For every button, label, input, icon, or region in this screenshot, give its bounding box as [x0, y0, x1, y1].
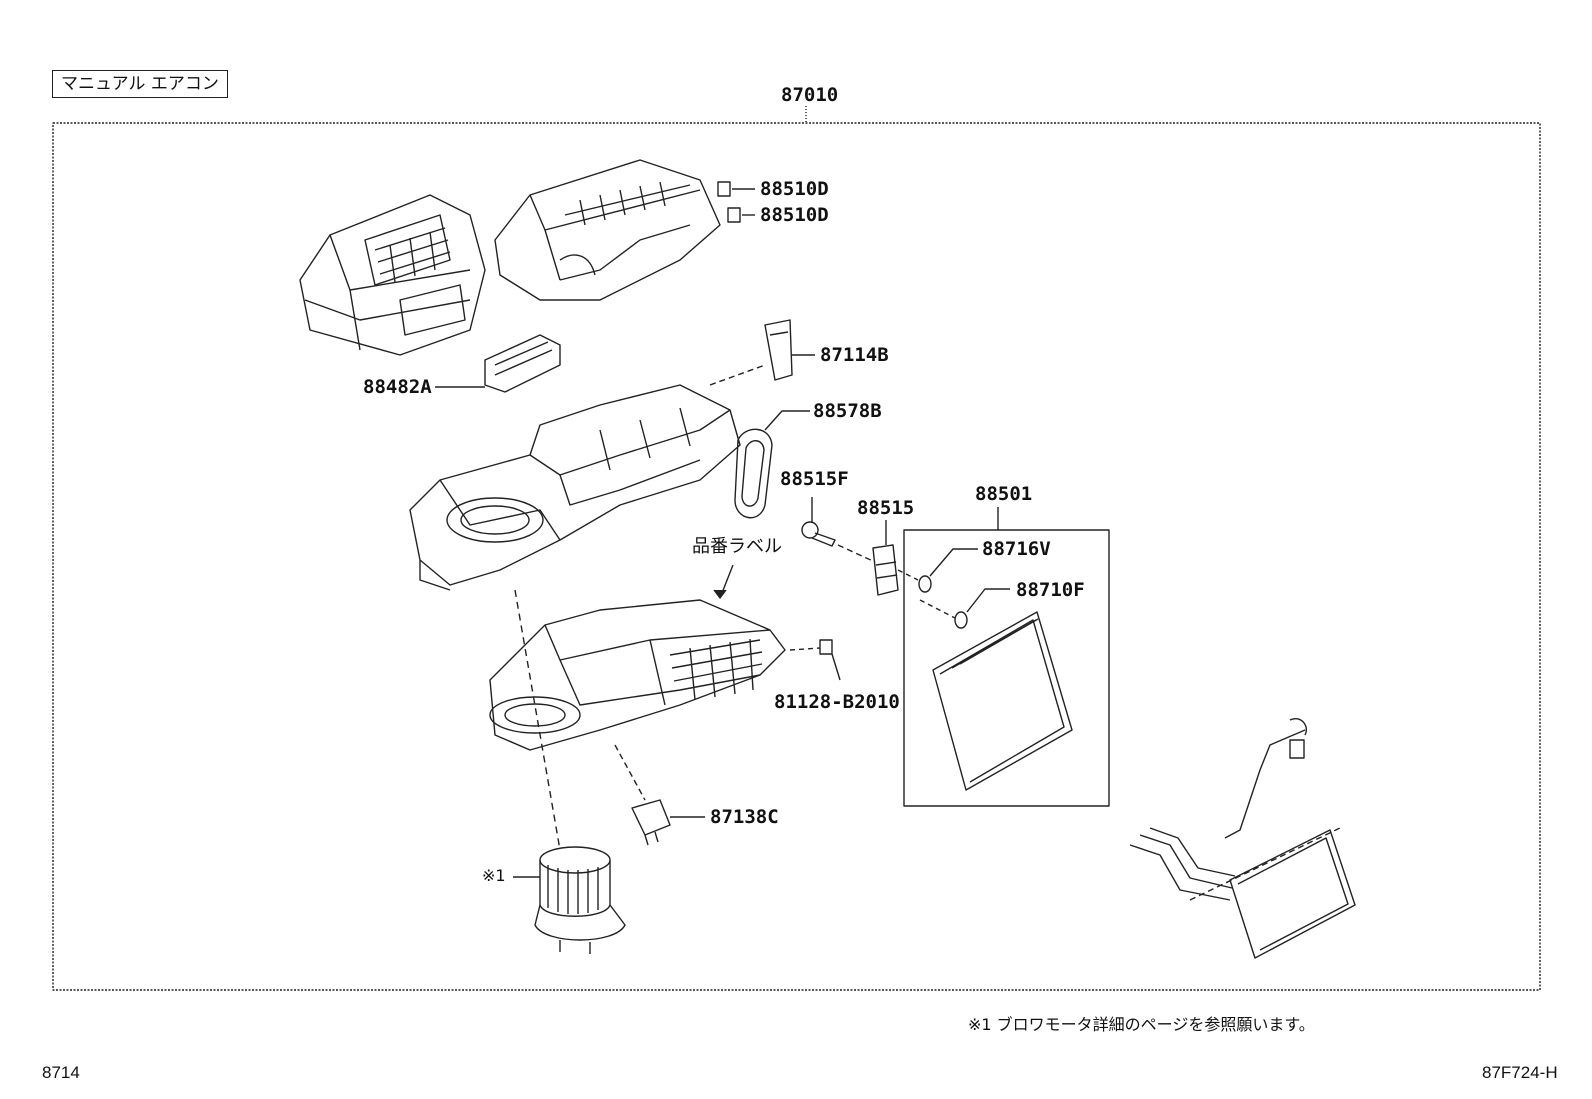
- expansion-valve-88515: [872, 544, 899, 596]
- callout-88482A[interactable]: 88482A: [363, 376, 432, 398]
- blower-motor: [534, 846, 626, 954]
- callout-88578B[interactable]: 88578B: [813, 400, 882, 422]
- o-ring-88710F: [954, 611, 968, 629]
- callout-88510D-b[interactable]: 88510D: [760, 204, 829, 226]
- footer-note: ※1 ブロワモータ詳細のページを参照願います。: [968, 1015, 1315, 1034]
- callout-87138C[interactable]: 87138C: [710, 806, 779, 828]
- callout-87114B[interactable]: 87114B: [820, 344, 889, 366]
- o-ring-88716V: [918, 575, 932, 593]
- callout-ref-1[interactable]: ※1: [482, 866, 506, 885]
- wire-harness: [1224, 718, 1307, 839]
- bolt-88515F: [801, 521, 836, 547]
- clip-88510D-a: [717, 181, 731, 197]
- air-inlet-housing: [299, 194, 486, 356]
- part-87114B: [764, 319, 793, 381]
- gasket-88578B: [734, 428, 773, 519]
- assembly-number[interactable]: 87010: [781, 84, 839, 106]
- resistor-87138C: [631, 799, 671, 846]
- callout-81128-B2010[interactable]: 81128-B2010: [774, 691, 900, 713]
- filter-cover-88482A: [484, 334, 561, 393]
- lower-case: [489, 599, 786, 751]
- callout-part-number-label[interactable]: 品番ラベル: [692, 536, 782, 557]
- evaporator-core: [932, 611, 1073, 791]
- callout-88710F[interactable]: 88710F: [1016, 579, 1085, 601]
- blower-case: [409, 384, 741, 591]
- mode-badge: マニュアル エアコン: [52, 70, 228, 99]
- callout-88716V[interactable]: 88716V: [982, 538, 1051, 560]
- evaporator-group-box: [903, 529, 1110, 807]
- page-number-right: 87F724-H: [1482, 1063, 1558, 1082]
- clip-81128: [819, 639, 833, 655]
- heater-core: [1129, 827, 1356, 959]
- page-number-left: 8714: [42, 1063, 80, 1082]
- callout-88515F[interactable]: 88515F: [780, 468, 849, 490]
- assembly-frame: [52, 122, 1541, 991]
- callout-88501[interactable]: 88501: [975, 483, 1033, 505]
- callout-88510D-a[interactable]: 88510D: [760, 178, 829, 200]
- clip-88510D-b: [727, 207, 741, 223]
- upper-duct-housing: [494, 159, 721, 301]
- callout-88515[interactable]: 88515: [857, 497, 915, 519]
